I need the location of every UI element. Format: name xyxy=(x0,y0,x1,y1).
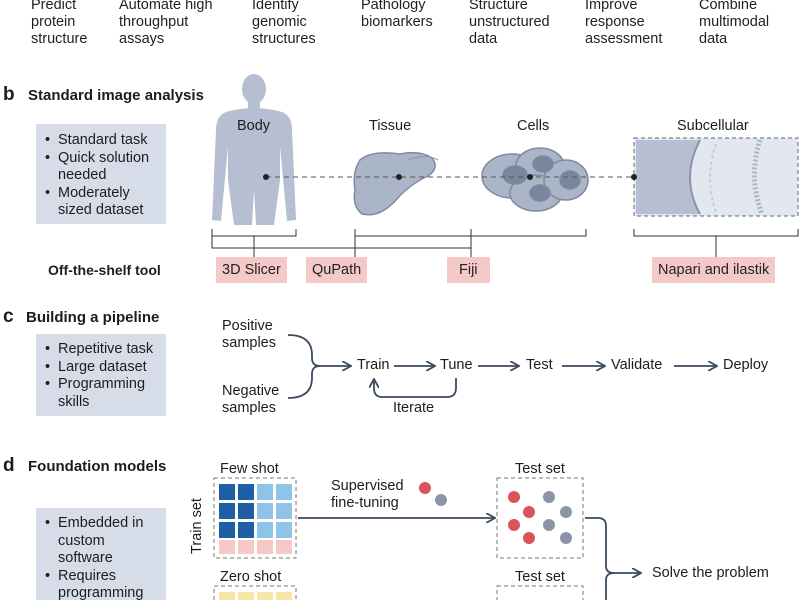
section-b-info-box: Standard task Quick solution needed Mode… xyxy=(36,124,166,224)
test-set-label-1: Test set xyxy=(515,461,565,477)
zero-shot-grid-cells xyxy=(219,592,292,600)
step-train: Train xyxy=(357,357,390,373)
bullet-programming-skills: Programming skills xyxy=(45,376,163,411)
subcellular-icon xyxy=(633,137,799,217)
scale-label-subcellular: Subcellular xyxy=(677,118,749,134)
pipeline-arrows xyxy=(287,334,800,399)
scale-label-tissue: Tissue xyxy=(369,118,412,134)
body-silhouette-icon xyxy=(212,74,296,225)
legend-red-dot xyxy=(419,482,431,494)
section-b-scale-diagram xyxy=(211,74,799,258)
bullet-embedded-software: Embedded in custom software xyxy=(45,515,163,568)
scale-label-body: Body xyxy=(237,118,271,134)
step-tune: Tune xyxy=(440,357,473,373)
tool-qupath: QuPath xyxy=(306,257,368,283)
bullet-moderate-dataset: Moderately sized dataset xyxy=(45,185,163,220)
test-set-box-1 xyxy=(496,477,584,559)
foundation-models-diagram xyxy=(213,477,800,600)
few-shot-grid-cells xyxy=(219,484,292,554)
test-set-dots-1 xyxy=(508,491,572,544)
liver-tissue-icon xyxy=(353,151,436,216)
step-deploy: Deploy xyxy=(723,357,769,373)
tool-3d-slicer: 3D Slicer xyxy=(216,257,287,283)
step-test: Test xyxy=(526,357,553,373)
section-c-title: Building a pipeline xyxy=(26,309,160,326)
step-validate: Validate xyxy=(611,357,663,373)
test-set-box-2 xyxy=(496,585,584,600)
legend-grey-dot xyxy=(435,494,447,506)
section-d-title: Foundation models xyxy=(28,458,167,475)
zero-shot-label: Zero shot xyxy=(220,569,282,585)
few-shot-label: Few shot xyxy=(220,461,279,477)
bullet-repetitive-task: Repetitive task xyxy=(45,341,163,359)
section-c-letter: c xyxy=(3,306,14,327)
cells-icon xyxy=(481,147,589,212)
section-b-title: Standard image analysis xyxy=(28,87,204,104)
tool-fiji: Fiji xyxy=(447,257,490,283)
iterate-label: Iterate xyxy=(393,400,435,416)
section-b-letter: b xyxy=(3,84,15,105)
bullet-large-dataset: Large dataset xyxy=(45,359,163,377)
bullet-quick-solution: Quick solution needed xyxy=(45,150,163,185)
section-c-info-box: Repetitive task Large dataset Programmin… xyxy=(36,334,166,416)
tool-napari-ilastik: Napari and ilastik xyxy=(652,257,776,283)
test-set-label-2: Test set xyxy=(515,569,565,585)
section-d-info-box: Embedded in custom software Requires pro… xyxy=(36,508,166,603)
section-d-letter: d xyxy=(3,455,15,476)
bullet-standard-task: Standard task xyxy=(45,132,163,150)
few-shot-grid-box xyxy=(213,477,297,559)
off-the-shelf-tool-label: Off-the-shelf tool xyxy=(48,262,161,278)
bullet-requires-programming: Requires programming xyxy=(45,568,163,603)
scale-label-cells: Cells xyxy=(517,118,550,134)
solve-problem-label: Solve the problem xyxy=(652,565,769,581)
